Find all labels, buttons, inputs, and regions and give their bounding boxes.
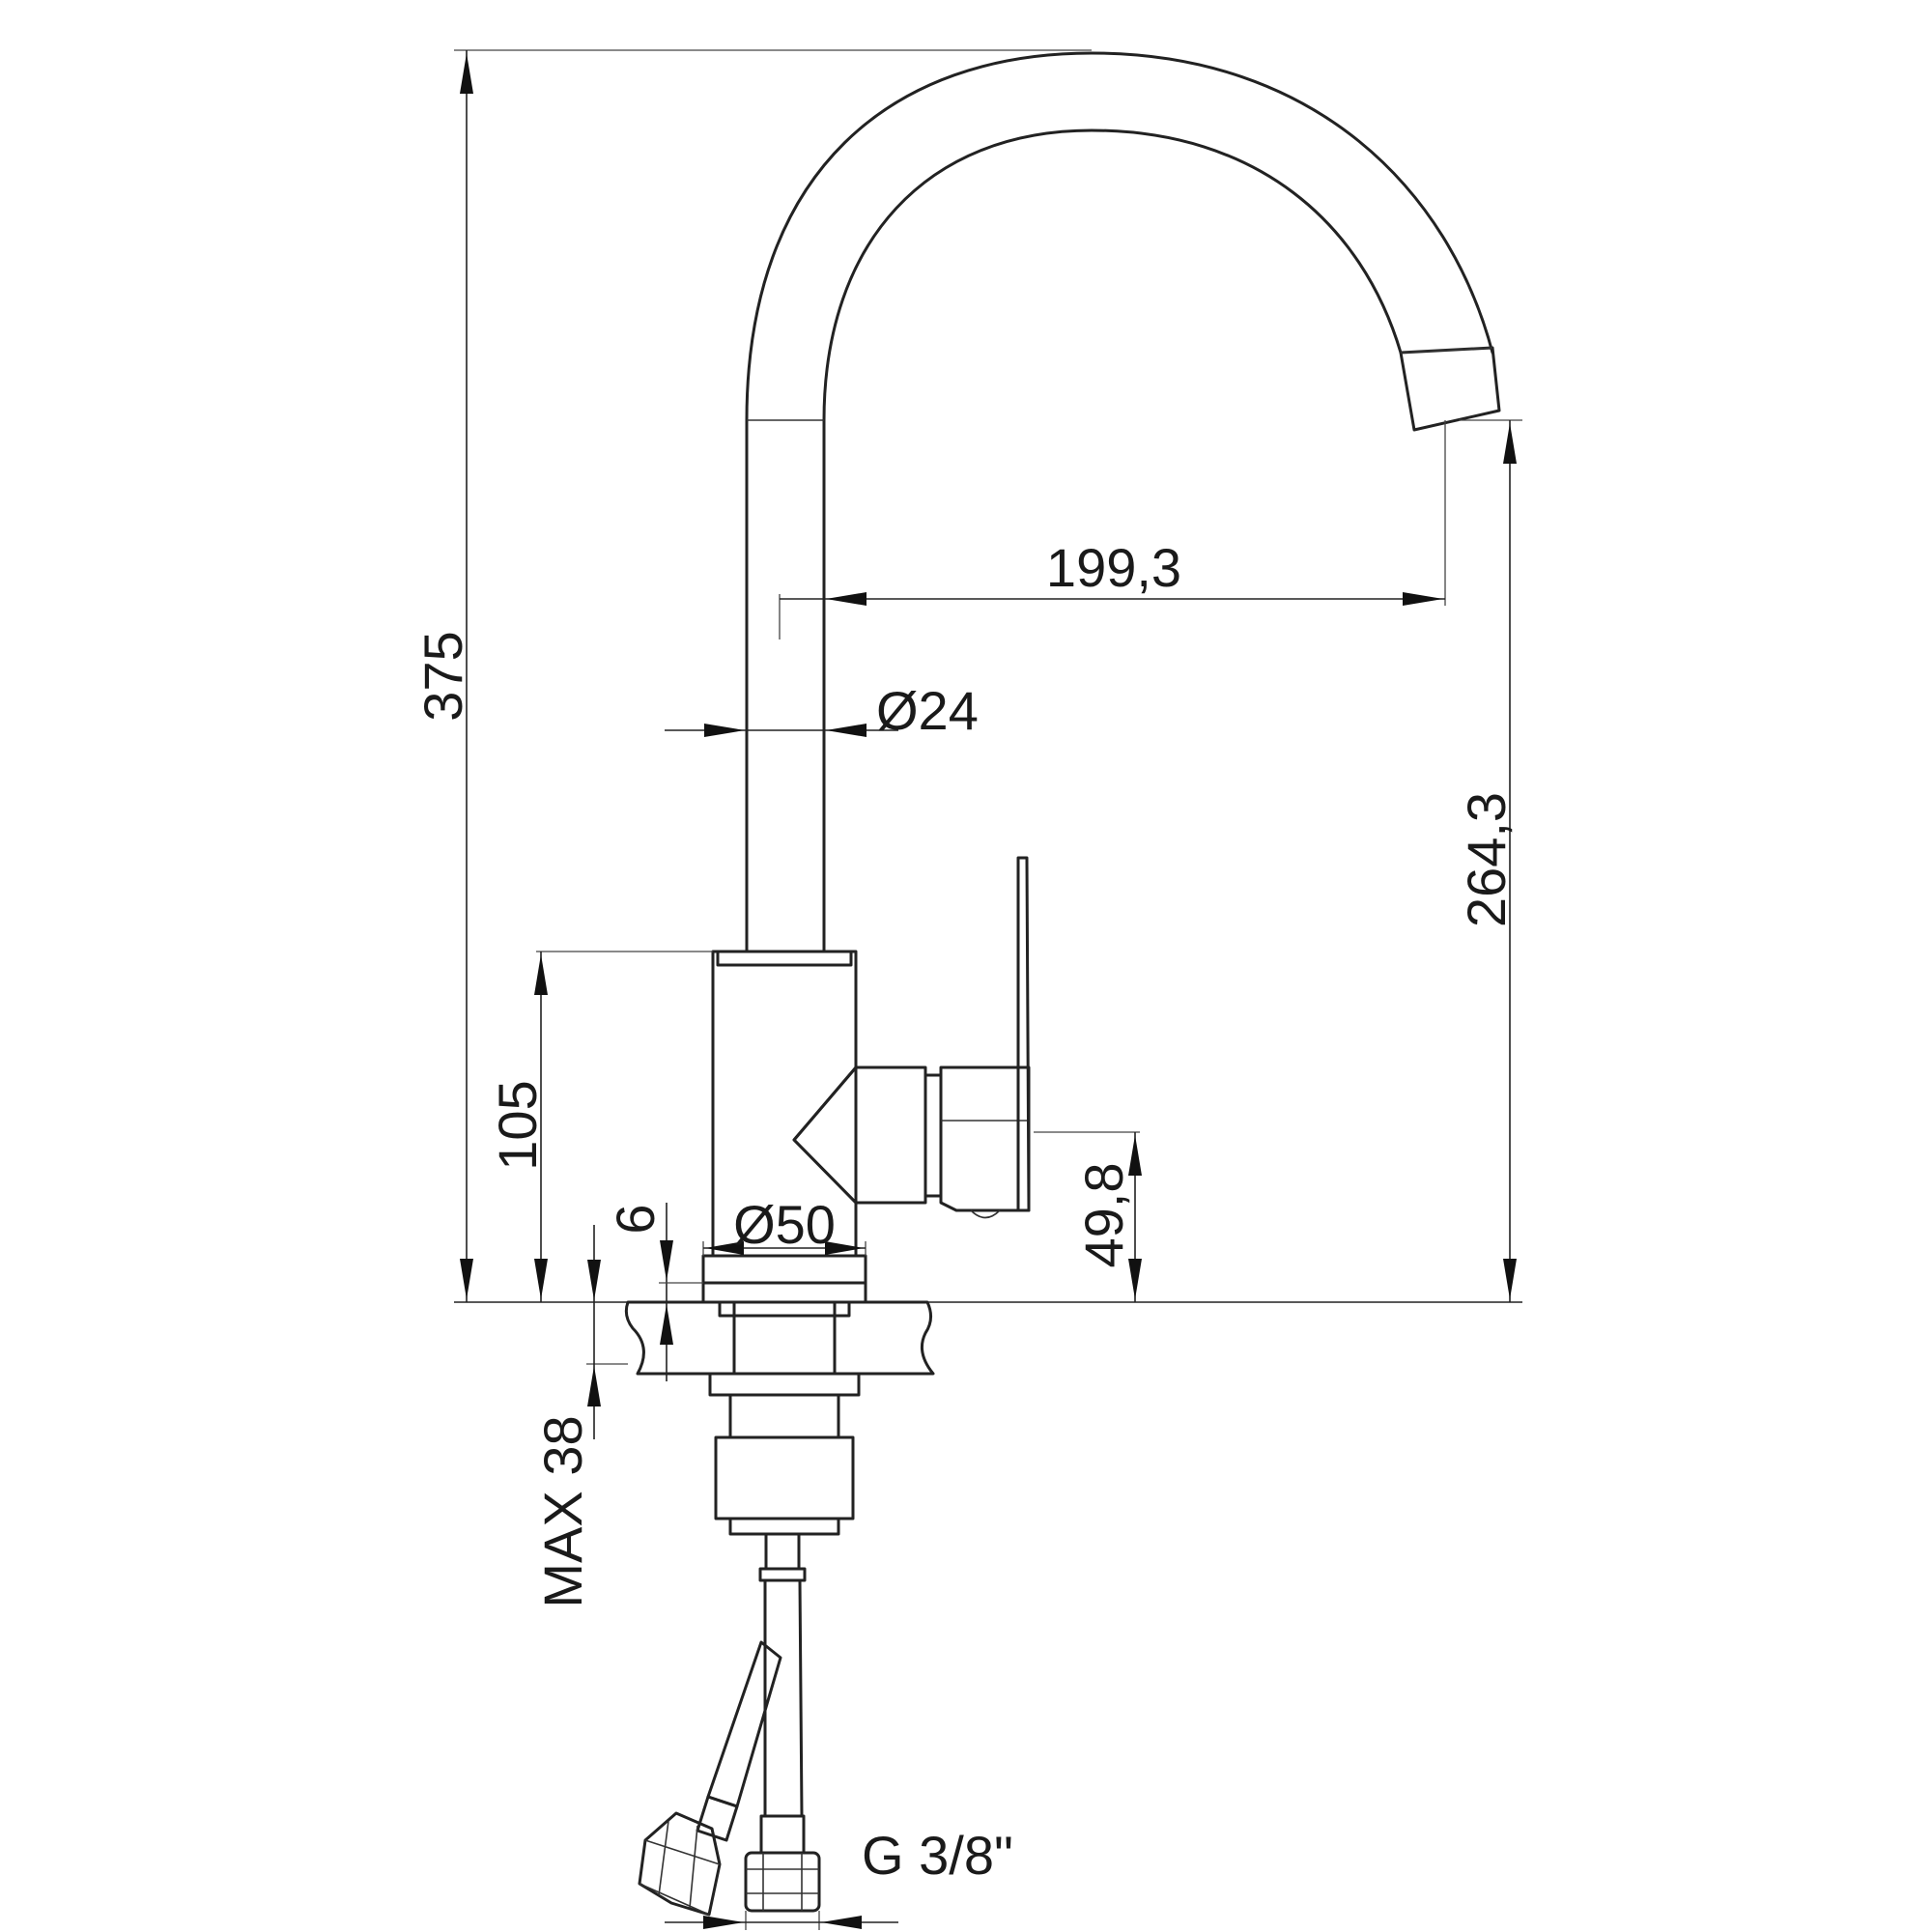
spout-outer — [745, 51, 1494, 953]
hose-nut-angled — [638, 1811, 722, 1917]
supply-hoses — [638, 1532, 821, 1917]
lever-block — [939, 1065, 1031, 1212]
hose-straight — [763, 1578, 804, 1818]
label-spout-outlet-height: 264,3 — [1456, 792, 1517, 927]
hose-angled — [706, 1640, 782, 1808]
counter-hatch-left — [624, 1300, 736, 1376]
base-flange — [701, 1281, 867, 1304]
dimension-lines — [454, 49, 1522, 1930]
faucet-outline — [701, 51, 1501, 1304]
countertop-section — [454, 1300, 1522, 1536]
threaded-shank — [732, 1300, 837, 1376]
label-hose-thread: G 3/8" — [862, 1825, 1013, 1886]
dimension-labels: 375 199,3 264,3 Ø24 105 6 Ø50 49,8 MAX 3… — [412, 537, 1517, 1886]
label-lever-axis-height: 49,8 — [1073, 1163, 1134, 1268]
lock-washer — [708, 1372, 861, 1397]
hose-nut-straight — [744, 1851, 821, 1913]
label-base-diameter: Ø50 — [733, 1194, 836, 1255]
counter-hatch-right — [833, 1300, 935, 1376]
lever-plate — [1016, 856, 1031, 1212]
aerator — [1399, 346, 1501, 432]
label-spout-diameter: Ø24 — [876, 680, 979, 741]
label-body-height: 105 — [487, 1080, 548, 1170]
spout-inner — [822, 128, 1403, 953]
body-top-ring — [716, 950, 853, 967]
label-flange-thickness: 6 — [605, 1204, 666, 1234]
lever-hub — [923, 1073, 943, 1198]
label-total-height: 375 — [412, 631, 473, 721]
lock-nut-body — [728, 1393, 840, 1439]
label-max-counter-thickness: MAX 38 — [532, 1415, 593, 1607]
label-spout-reach: 199,3 — [1046, 537, 1181, 598]
base-flange-top — [701, 1254, 867, 1285]
lever-hub-cone — [792, 1065, 927, 1205]
knurled-nut — [714, 1435, 855, 1520]
